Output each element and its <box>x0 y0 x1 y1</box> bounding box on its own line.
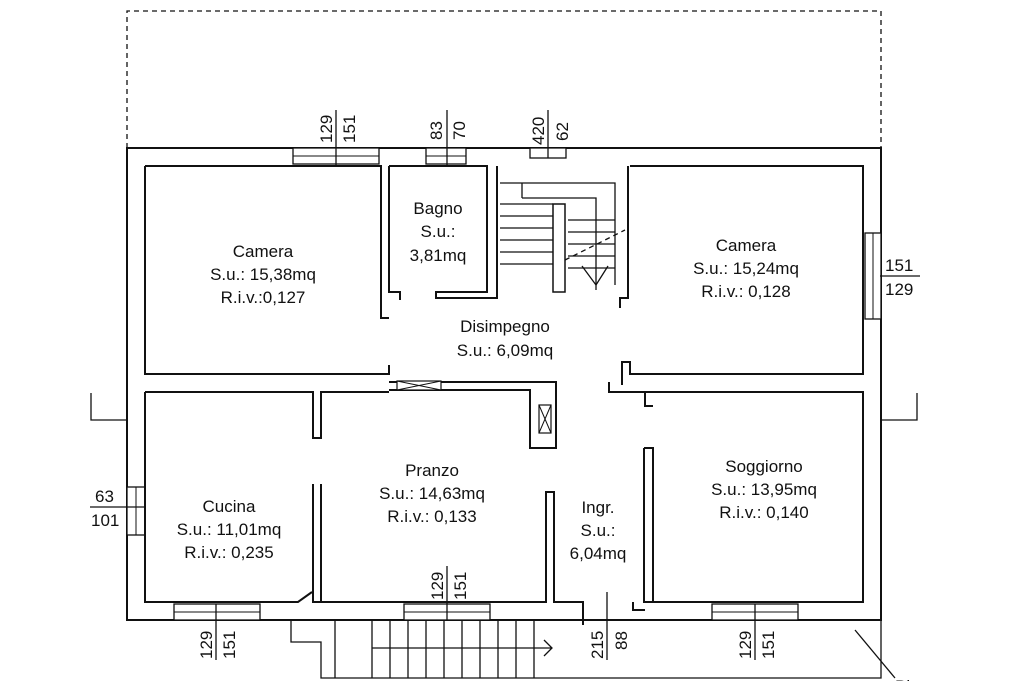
room-name: Soggiorno <box>725 457 803 476</box>
internal-staircase <box>500 182 626 293</box>
room-soggiorno: Soggiorno S.u.: 13,95mq R.i.v.: 0,140 <box>711 457 817 522</box>
cabinet <box>396 380 442 391</box>
dim-value-a: 215 <box>588 631 607 659</box>
dim-top-camera-left: 129 151 <box>317 115 359 143</box>
dim-pranzo-window: 129 151 <box>428 572 470 600</box>
external-staircase <box>290 620 896 679</box>
left-outer-stub <box>90 393 127 421</box>
dim-value-a: 129 <box>317 115 336 143</box>
shaft <box>538 404 552 434</box>
window-left-cucina <box>126 486 146 536</box>
dim-value-a: 63 <box>95 487 114 506</box>
dim-value-b: 151 <box>451 572 470 600</box>
dim-value-a: 420 <box>529 117 548 145</box>
dim-bottom-cucina: 129 151 <box>197 631 239 659</box>
partial-label: Pi <box>895 677 910 681</box>
room-area-value: 3,81mq <box>410 246 467 265</box>
room-area-value: 6,04mq <box>570 544 627 563</box>
right-outer-stub <box>881 393 918 421</box>
dim-value-b: 101 <box>91 511 119 530</box>
dim-bottom-soggiorno: 129 151 <box>736 631 778 659</box>
dim-value-b: 70 <box>450 121 469 140</box>
room-riv: R.i.v.: 0,133 <box>387 507 476 526</box>
room-camera-right: Camera S.u.: 15,24mq R.i.v.: 0,128 <box>693 236 799 301</box>
room-area: S.u.: 14,63mq <box>379 484 485 503</box>
room-name: Camera <box>716 236 777 255</box>
interior-walls <box>144 165 864 625</box>
room-riv: R.i.v.: 0,235 <box>184 543 273 562</box>
dim-value-a: 151 <box>885 256 913 275</box>
window-right-camera <box>864 232 882 320</box>
room-area: S.u.: 11,01mq <box>177 520 282 539</box>
terrace-outline <box>126 10 882 148</box>
room-riv: R.i.v.:0,127 <box>221 288 306 307</box>
dim-top-bagno: 83 70 <box>427 121 469 140</box>
room-name: Camera <box>233 242 294 261</box>
room-cucina: Cucina S.u.: 11,01mq R.i.v.: 0,235 <box>177 497 282 562</box>
room-disimpegno: Disimpegno S.u.: 6,09mq <box>457 317 553 360</box>
dim-value-a: 83 <box>427 121 446 140</box>
room-camera-left: Camera S.u.: 15,38mq R.i.v.:0,127 <box>210 242 316 307</box>
dim-value-b: 62 <box>553 122 572 141</box>
room-pranzo: Pranzo S.u.: 14,63mq R.i.v.: 0,133 <box>379 461 485 526</box>
room-area: S.u.: 15,24mq <box>693 259 799 278</box>
room-riv: R.i.v.: 0,140 <box>719 503 808 522</box>
window-top-bagno <box>425 147 467 165</box>
room-name: Ingr. <box>581 498 614 517</box>
room-name: Pranzo <box>405 461 459 480</box>
dim-value-a: 129 <box>428 572 447 600</box>
room-area-label: S.u.: <box>581 521 616 540</box>
dim-bottom-ingresso: 215 88 <box>588 631 631 659</box>
dim-value-b: 88 <box>612 631 631 650</box>
room-name: Disimpegno <box>460 317 550 336</box>
room-area: S.u.: 13,95mq <box>711 480 817 499</box>
room-area: S.u.: 15,38mq <box>210 265 316 284</box>
dim-left-cucina: 63 101 <box>91 487 119 530</box>
room-ingresso: Ingr. S.u.: 6,04mq <box>570 498 627 563</box>
dim-value-b: 151 <box>759 631 778 659</box>
room-riv: R.i.v.: 0,128 <box>701 282 790 301</box>
dim-right-camera: 151 129 <box>885 256 913 299</box>
dimension-lines <box>90 110 920 660</box>
window-bottom-cucina <box>173 603 261 621</box>
room-area: S.u.: 6,09mq <box>457 341 553 360</box>
room-area-label: S.u.: <box>421 222 456 241</box>
dim-top-stair: 420 62 <box>529 117 572 145</box>
dim-value-a: 129 <box>197 631 216 659</box>
dim-value-a: 129 <box>736 631 755 659</box>
room-bagno: Bagno S.u.: 3,81mq <box>410 199 467 265</box>
dim-value-b: 129 <box>885 280 913 299</box>
room-name: Cucina <box>203 497 256 516</box>
dim-value-b: 151 <box>340 115 359 143</box>
dim-value-b: 151 <box>220 631 239 659</box>
room-name: Bagno <box>413 199 462 218</box>
